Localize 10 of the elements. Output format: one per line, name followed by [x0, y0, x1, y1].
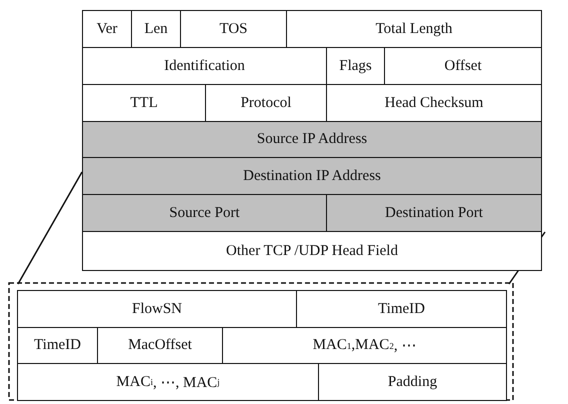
header-field: Total Length — [286, 10, 542, 48]
header-field: TimeID — [296, 290, 507, 328]
header-field: FlowSN — [17, 290, 297, 328]
header-field: Ver — [82, 10, 132, 48]
header-field: Destination Port — [326, 194, 542, 232]
header-field: Other TCP /UDP Head Field — [82, 231, 542, 271]
header-field: Source IP Address — [82, 121, 542, 158]
header-field: Source Port — [82, 194, 327, 232]
header-field: Padding — [318, 363, 507, 401]
header-field: Destination IP Address — [82, 157, 542, 195]
